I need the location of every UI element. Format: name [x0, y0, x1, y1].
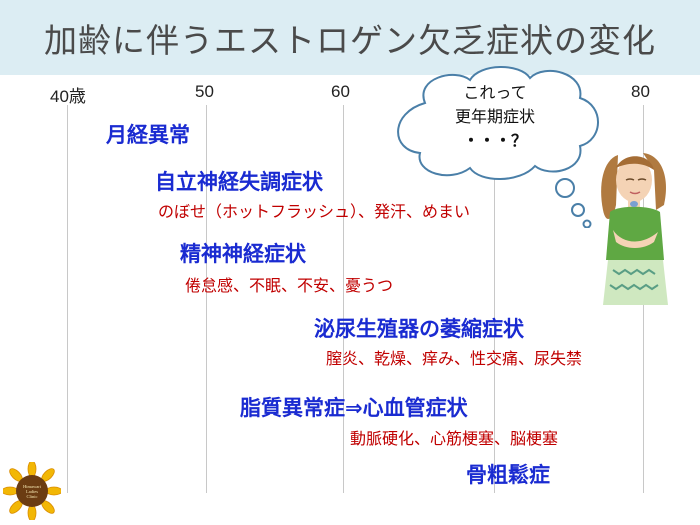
- svg-text:Ladies: Ladies: [26, 489, 38, 494]
- svg-text:Himawari: Himawari: [23, 484, 42, 489]
- axis-label-60: 60: [331, 82, 350, 101]
- category-menstrual-irregularity: 月経異常: [106, 123, 190, 147]
- category-dyslipidemia-cardiovascular: 脂質異常症⇒心血管症状: [240, 396, 468, 420]
- gridline-70: [494, 105, 495, 493]
- woman-illustration: [601, 153, 668, 305]
- axis-label-80: 80: [631, 82, 650, 101]
- symptoms-urogenital: 膣炎、乾燥、痒み、性交痛、尿失禁: [326, 349, 583, 368]
- title-bar: [0, 0, 700, 75]
- symptoms-neuropsychiatric: 倦怠感、不眠、不安、憂うつ: [185, 276, 394, 295]
- thought-bubble-line-3: ・・・？: [462, 131, 527, 150]
- symptoms-autonomic: のぼせ（ホットフラッシュ）、発汗、めまい: [158, 202, 471, 221]
- thought-bubble-cloud: [397, 66, 599, 228]
- axis-label-50: 50: [195, 82, 214, 101]
- slide-title: 加齢に伴うエストロゲン欠乏症状の変化: [44, 21, 656, 60]
- category-neuropsychiatric: 精神神経症状: [180, 242, 306, 266]
- gridline-40: [67, 105, 68, 493]
- axis-label-40: 40歳: [50, 87, 86, 106]
- svg-text:Clinic: Clinic: [27, 494, 38, 499]
- sunflower-clinic-logo: Himawari Ladies Clinic: [3, 462, 61, 520]
- thought-bubble-line-2: 更年期症状: [454, 107, 535, 126]
- symptoms-cardiovascular: 動脈硬化、心筋梗塞、脳梗塞: [350, 429, 559, 448]
- gridline-50: [206, 105, 207, 493]
- gridline-60: [343, 105, 344, 493]
- category-osteoporosis: 骨粗鬆症: [466, 463, 550, 487]
- category-urogenital-atrophy: 泌尿生殖器の萎縮症状: [314, 317, 524, 341]
- category-autonomic-disorder: 自立神経失調症状: [155, 170, 323, 194]
- thought-bubble-line-1: これって: [463, 83, 527, 102]
